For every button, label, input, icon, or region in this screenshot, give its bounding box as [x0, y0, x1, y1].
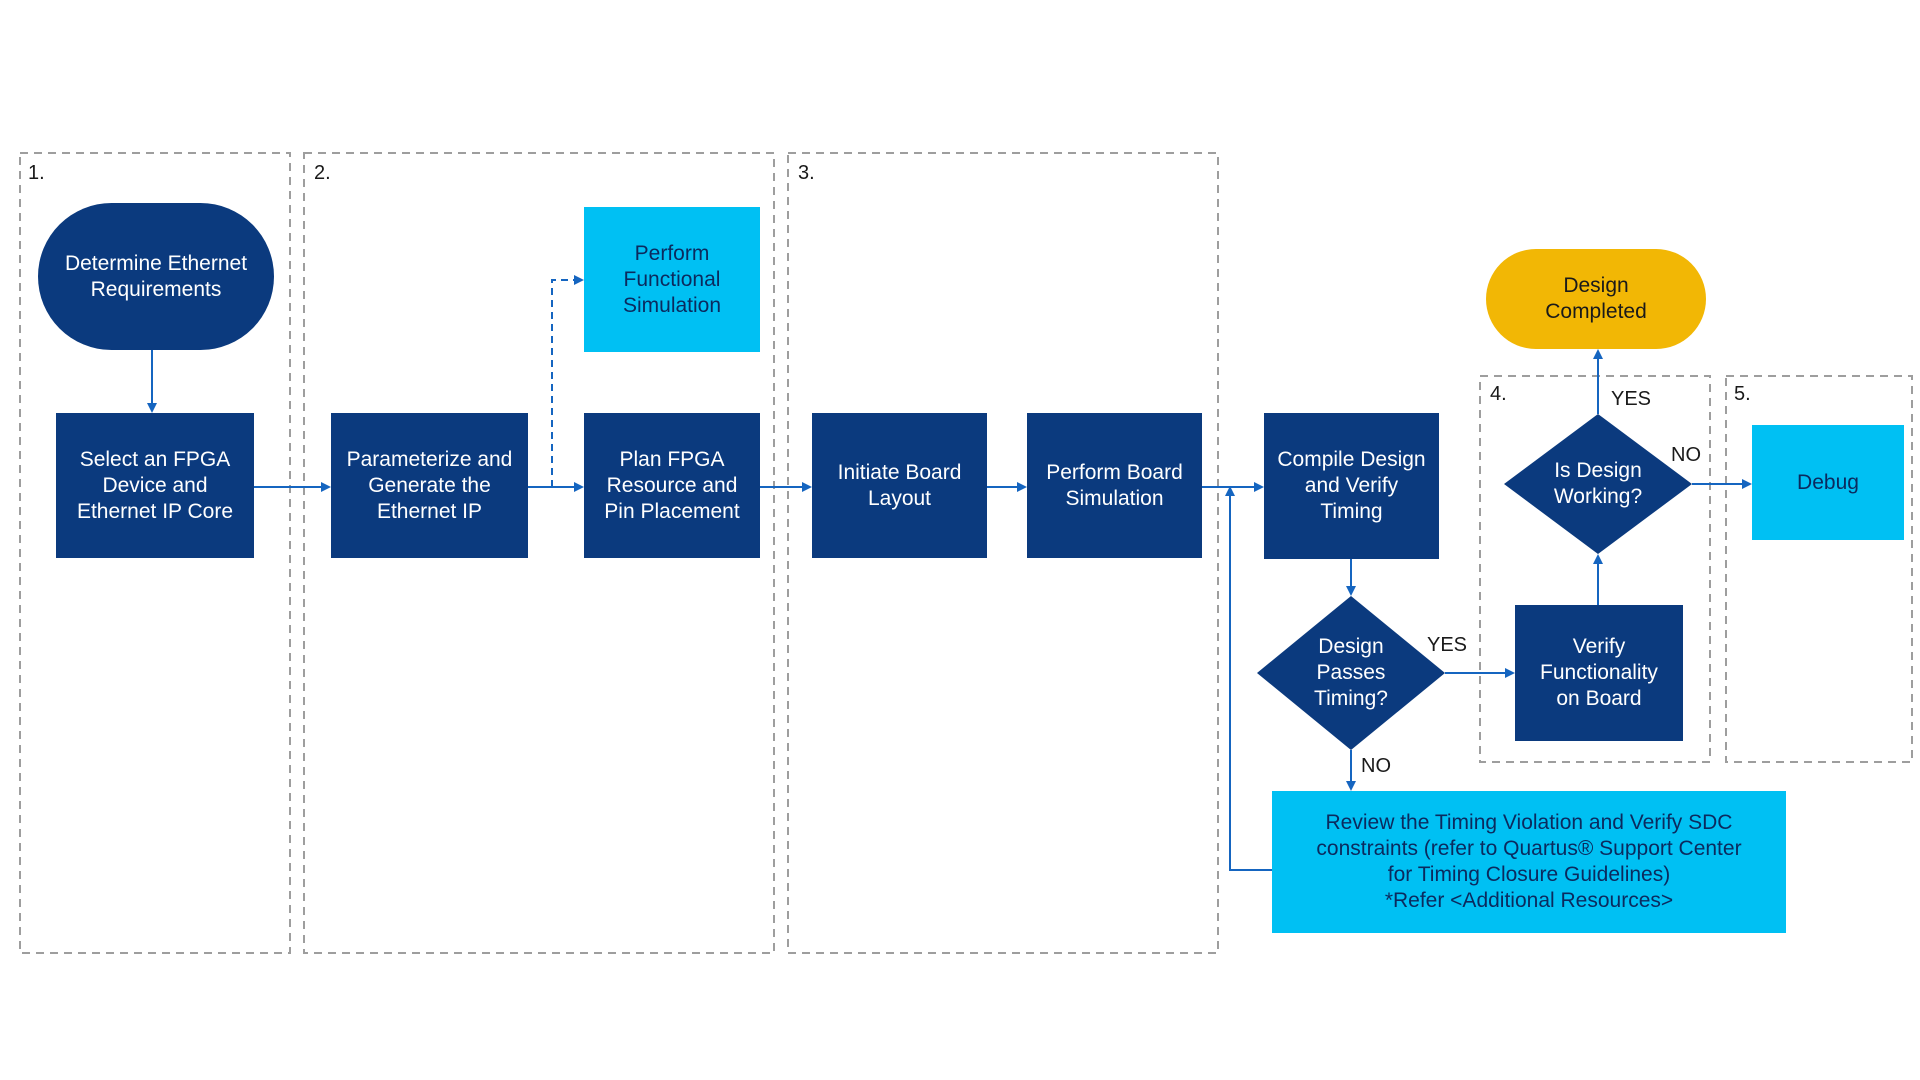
phase-label-4: 4. — [1490, 383, 1507, 405]
node-determine-label: Determine Ethernet Requirements — [64, 251, 248, 301]
node-is-design-working: Is Design Working? — [1534, 444, 1662, 524]
node-plan-label: Plan FPGA Resource and Pin Placement — [604, 447, 740, 523]
arrow-review-loop-back — [1225, 486, 1272, 871]
node-compile-design: Compile Design and Verify Timing — [1264, 413, 1439, 559]
node-compile-label: Compile Design and Verify Timing — [1277, 448, 1426, 523]
phase-label-2: 2. — [314, 162, 331, 184]
node-perform-functional-simulation: Perform Functional Simulation — [584, 207, 760, 352]
edge-label-passes-yes: YES — [1427, 634, 1468, 656]
phase-label-5: 5. — [1734, 383, 1751, 405]
edge-label-working-yes: YES — [1611, 388, 1652, 410]
phase-box-1 — [19, 152, 291, 954]
node-design-completed: Design Completed — [1486, 249, 1706, 349]
node-debug: Debug — [1752, 425, 1904, 540]
node-perform-board-simulation: Perform Board Simulation — [1027, 413, 1202, 558]
phase-label-3: 3. — [798, 162, 815, 184]
phase-box-2 — [303, 152, 775, 954]
node-board-sim-label: Perform Board Simulation — [1046, 460, 1183, 510]
node-review-label: Review the Timing Violation and Verify S… — [1316, 811, 1742, 912]
node-parameterize-label: Parameterize and Generate the Ethernet I… — [346, 447, 513, 523]
diamond-design-passes-timing — [1257, 596, 1445, 750]
diamond-is-design-working — [1504, 414, 1692, 554]
node-initiate-label: Initiate Board Layout — [837, 460, 962, 510]
node-passes-label: Design Passes Timing? — [1314, 635, 1388, 710]
node-parameterize-ethernet-ip: Parameterize and Generate the Ethernet I… — [331, 413, 528, 558]
node-verify-label: Verify Functionality on Board — [1540, 635, 1658, 710]
node-determine-ethernet-requirements: Determine Ethernet Requirements — [38, 203, 274, 350]
node-debug-label: Debug — [1797, 470, 1859, 494]
edge-label-working-no: NO — [1671, 444, 1701, 466]
phase-box-5 — [1725, 375, 1913, 763]
node-functional-sim-label: Perform Functional Simulation — [622, 241, 722, 317]
node-select-label: Select an FPGA Device and Ethernet IP Co… — [76, 447, 234, 523]
node-verify-functionality-on-board: Verify Functionality on Board — [1515, 605, 1683, 741]
phase-label-1: 1. — [28, 162, 45, 184]
node-select-fpga-device: Select an FPGA Device and Ethernet IP Co… — [56, 413, 254, 558]
node-working-label: Is Design Working? — [1553, 459, 1643, 508]
edge-label-passes-no: NO — [1361, 755, 1391, 777]
node-plan-fpga-resource: Plan FPGA Resource and Pin Placement — [584, 413, 760, 558]
arrow-parameterize-to-functional-sim — [551, 275, 584, 487]
node-design-passes-timing: Design Passes Timing? — [1287, 623, 1415, 723]
phase-box-3 — [787, 152, 1219, 954]
node-completed-label: Design Completed — [1545, 274, 1647, 323]
node-initiate-board-layout: Initiate Board Layout — [812, 413, 987, 558]
phase-box-4 — [1479, 375, 1711, 763]
node-review-timing-violation: Review the Timing Violation and Verify S… — [1272, 791, 1786, 933]
